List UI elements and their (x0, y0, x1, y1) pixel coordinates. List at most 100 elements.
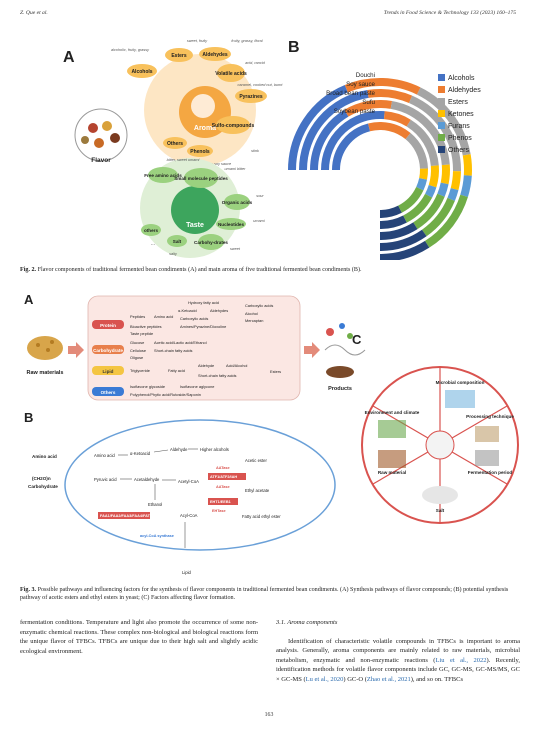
taste-node-amino: Free amino acids (144, 173, 182, 178)
legend-swatch (438, 122, 445, 129)
lipid-item-fatty-acid: Fatty acid (168, 368, 185, 373)
products-label: Products (328, 386, 352, 392)
right-paragraph: Identification of characteristic volatil… (276, 637, 520, 683)
ring-segment (344, 78, 421, 95)
taste-note-nucleotides: umami (253, 219, 265, 223)
aroma-note-pyrazines: caramel, cooked nut, burnt (238, 83, 284, 87)
protein-item-alcohol: Alcohol (245, 311, 258, 316)
taste-node-peptides: Small molecule peptides (174, 176, 228, 181)
carb-item-glucose: Glucose (130, 340, 144, 345)
legend-swatch (438, 134, 445, 141)
fig2-label-a: A (63, 49, 75, 66)
node-lipid: Lipid (182, 570, 192, 575)
node-acetyl-coa: Acetyl-CoA (178, 479, 199, 484)
aroma-node-esters: Esters (171, 53, 187, 59)
ring-segment (460, 175, 472, 198)
aroma-node-alcohols: Alcohols (131, 69, 152, 75)
node-pyruvic: Pyruvic acid (94, 477, 117, 482)
enzyme-aatase-1: AATase (216, 466, 230, 470)
ring-segment (367, 89, 413, 104)
ring-segment (299, 89, 369, 171)
group-lipid: Lipid (103, 369, 114, 374)
ring-segment (405, 133, 428, 169)
aroma-node-phenols: Phenols (190, 149, 210, 155)
node-aldehyde: Aldehyde (170, 447, 188, 452)
others-item-aglycone: Isoflavone aglycone (180, 384, 214, 389)
legend-label: Furans (448, 123, 470, 130)
ring-segment (419, 168, 428, 180)
taste-note-carbs: sweet (230, 247, 241, 251)
pathway-left-amino: Amino acid (32, 454, 57, 459)
fig2-caption-text: Flavor components of traditional ferment… (37, 267, 362, 273)
aroma-node-pyrazines: Pyrazines (239, 94, 263, 100)
factor-microbial: Microbial composition (436, 380, 485, 385)
flavor-plate (74, 108, 128, 162)
carb-item-scfa: Short-chain fatty acids (154, 348, 193, 353)
ring-segment (288, 85, 348, 171)
ring-segment (424, 194, 468, 248)
ring-segment (397, 186, 424, 213)
taste-center (171, 186, 219, 234)
ring-label-broad-bean: Broad bean paste (326, 90, 375, 97)
fig2-label-b: B (288, 39, 300, 56)
protein-item-bioactive: Bioactive peptides (130, 324, 162, 329)
ring-segment (379, 205, 402, 218)
left-paragraph: fermentation conditions. Temperature and… (20, 619, 258, 655)
ring-label-soybean-paste: Soybean paste (334, 108, 376, 115)
taste-node-organic-acids: Organic acids (222, 200, 253, 205)
section-heading: 3.1. Aroma components (276, 619, 338, 626)
yeast-cell-outline (64, 419, 336, 551)
aroma-note-acids: acid, rancid (245, 61, 265, 65)
fig3-label-a: A (24, 292, 34, 307)
node-ethanol: Ethanol (148, 502, 162, 507)
pathway-left-ch2o: (CH2O)n (32, 476, 51, 481)
taste-node-others: others (144, 228, 158, 233)
ring-segment (462, 154, 472, 176)
protein-item-carboxylic-2: Carboxylic acids (180, 316, 208, 321)
ring-segment (416, 87, 471, 156)
ring-segment (379, 215, 407, 229)
lipid-item-triglyceride: Triglyceride (130, 368, 150, 373)
enzyme-eht1: EHT1/EEB1 (210, 500, 231, 504)
aroma-note-sulfo: stink (251, 149, 260, 153)
protein-item-mercaptan: Mercaptan (245, 318, 263, 323)
carb-item-oligose: Oligose (130, 355, 143, 360)
node-acetic-ester: Acetic ester (245, 458, 267, 463)
lipid-item-aldehyde: Aldehyde (198, 363, 214, 368)
taste-others-dots: ... (151, 241, 155, 247)
taste-note-salt: salty (169, 252, 178, 256)
taste-note-peptides: umami bitter (225, 167, 247, 171)
enzyme-faa: FAA1/FAA2/FAA3/FAA4/FAT1 (100, 514, 152, 518)
raw-materials-label: Raw materials (27, 370, 64, 376)
citation-zhao[interactable]: Zhao et al., 2021 (366, 675, 411, 683)
legend-label: Aldehydes (448, 87, 481, 94)
enzyme-atf: ATF1/ATF2/IAH (210, 475, 237, 479)
page-number: 163 (264, 712, 274, 718)
pathway-box (87, 295, 301, 401)
ring-legend: AlcoholsAldehydesEstersKetonesFuransPhen… (438, 74, 481, 154)
ring-segment (413, 193, 445, 230)
taste-node-salt: Salt (173, 239, 182, 244)
ring-segment (425, 184, 437, 198)
citation-liu[interactable]: Liu et al., 2022 (435, 656, 487, 664)
node-fatty-acid-ethyl-ester: Fatty acid ethyl ester (242, 514, 281, 519)
ring-segment (310, 109, 349, 171)
fig3-label-c: C (352, 332, 362, 347)
ring-label-sufu: Sufu (362, 99, 375, 106)
citation-lu[interactable]: Lu et al., 2020 (305, 675, 344, 683)
fig2-panel-a: A Aroma Esters Aldehydes Alcohols Volati… (63, 39, 284, 258)
node-ketoacid: α-Ketoacid (130, 451, 151, 456)
enzyme-ehtase: EHTase (212, 509, 226, 513)
ring-label-soy-sauce: Soy sauce (346, 81, 375, 88)
enzyme-acyl-coa-synthase: acyl-CoA synthase (140, 534, 174, 538)
factor-processing: Processing technique (466, 414, 514, 419)
taste-label: Taste (186, 222, 204, 229)
ring-segment (440, 164, 450, 185)
fig3-caption: Fig. 3. Possible pathways and influencin… (20, 586, 520, 602)
ring-segment (406, 119, 439, 167)
running-header-journal: Trends in Food Science & Technology 133 … (383, 10, 516, 16)
aroma-note-alcohols: alcoholic, fruity, grassy (111, 48, 150, 52)
node-acyl-coa: Acyl-CoA (180, 513, 198, 518)
node-higher-alcohols: Higher alcohols (200, 447, 229, 452)
running-header-authors: Z. Que et al. (20, 10, 48, 16)
